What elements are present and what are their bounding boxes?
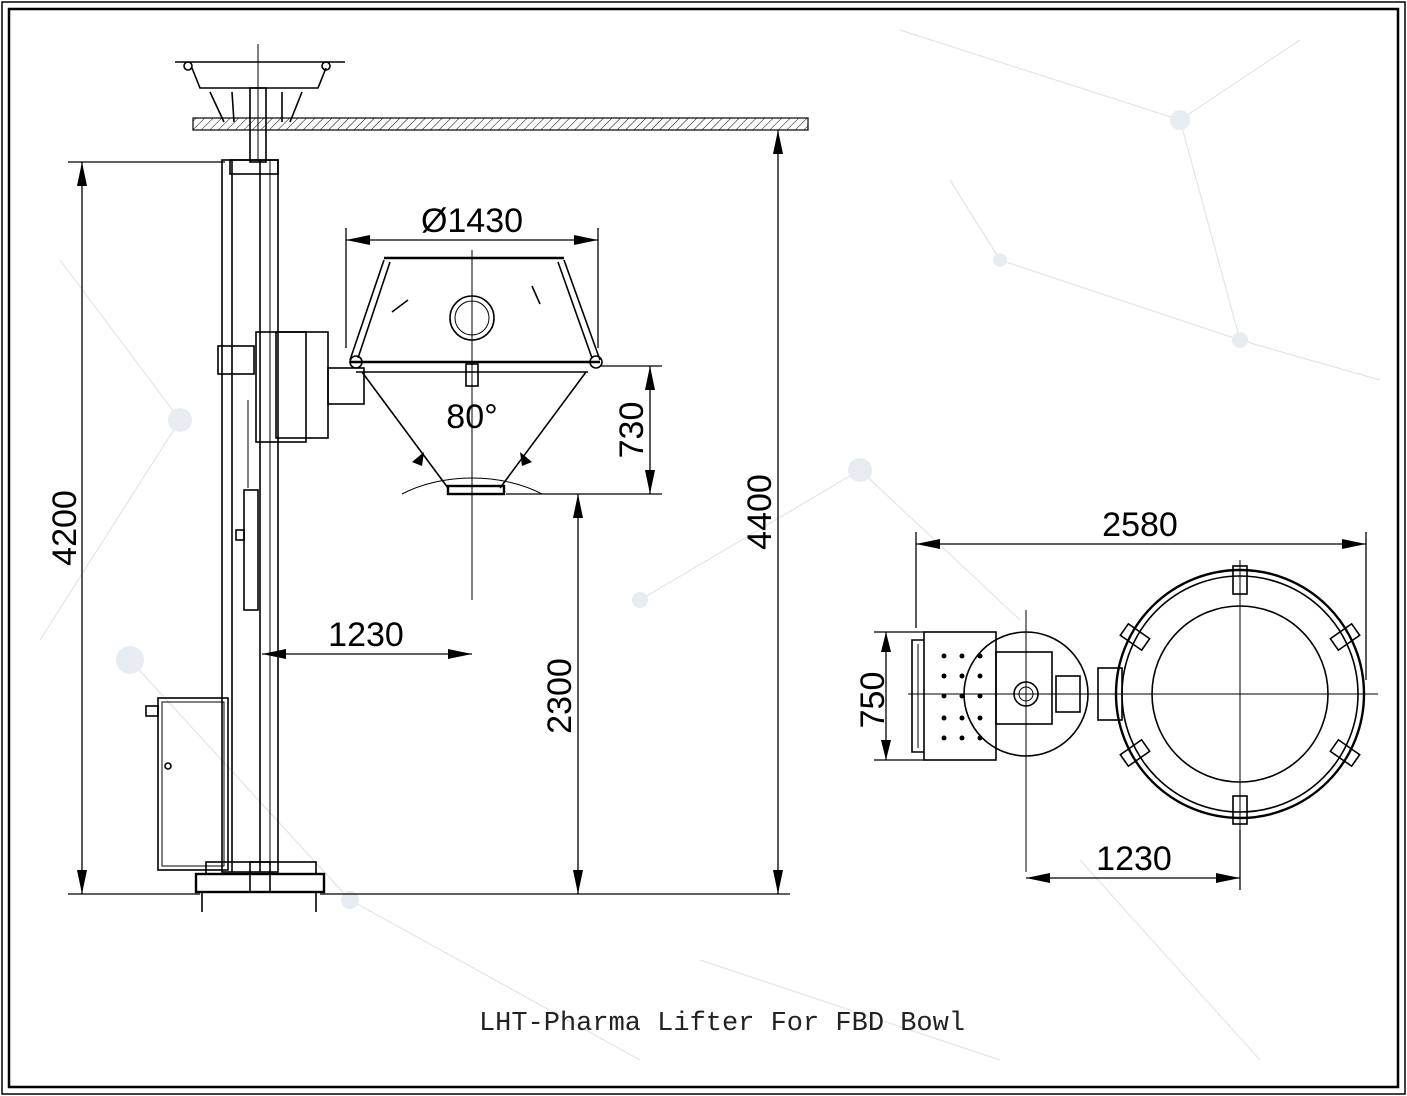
dim-2300-label: 2300	[541, 658, 579, 734]
dim-4400-label: 4400	[741, 474, 779, 550]
dim-1430-label: Ø1430	[421, 202, 523, 240]
dim-column-height: 4200	[46, 161, 225, 895]
dim-plan-depth: 750	[854, 631, 924, 761]
fbd-bowl	[349, 250, 603, 600]
dim-750-label: 750	[854, 672, 892, 729]
plan-view	[908, 560, 1378, 872]
bowl-clamps	[1119, 565, 1361, 825]
dim-angle-label: 80°	[446, 398, 497, 436]
dim-1230-side-label: 1230	[328, 616, 404, 654]
lifting-column	[217, 159, 329, 873]
drawing-caption: LHT-Pharma Lifter For FBD Bowl	[479, 1009, 965, 1039]
dim-2580-label: 2580	[1102, 506, 1178, 544]
ceiling-slab	[192, 117, 809, 131]
dim-cone-height: 730	[506, 365, 662, 495]
column-base	[194, 861, 326, 912]
dim-bowl-diameter: Ø1430	[345, 202, 599, 348]
dim-4200-label: 4200	[46, 490, 84, 566]
dim-overall-height: 4400	[320, 130, 790, 895]
dim-plan-width: 2580	[915, 506, 1367, 680]
dim-1230-plan-label: 1230	[1096, 840, 1172, 878]
side-elevation	[145, 44, 809, 912]
bolt-pattern	[941, 653, 983, 741]
background-network	[39, 29, 1381, 1061]
control-cabinet	[145, 697, 229, 871]
dim-discharge-height: 2300	[541, 494, 583, 894]
top-bracket	[175, 44, 345, 163]
dim-side-reach: 1230	[262, 616, 472, 659]
lifting-arm	[327, 367, 365, 405]
inner-border	[7, 7, 1400, 1089]
dim-plan-reach: 1230	[1026, 830, 1241, 890]
dim-730-label: 730	[613, 402, 651, 459]
